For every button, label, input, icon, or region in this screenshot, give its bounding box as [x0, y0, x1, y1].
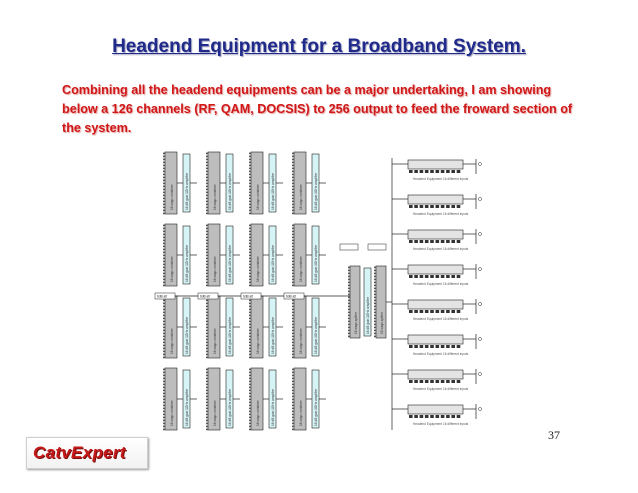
equipment-unit-2: [407, 194, 464, 205]
combiner-label-4: 16 ways combiner: [299, 183, 303, 210]
combiner-label-6: 16 ways combiner: [213, 255, 217, 282]
combiner-label-13: 16 ways combiner: [170, 399, 174, 426]
amplifier-label-16: 16 dB gain 1GHz amplifier: [314, 388, 318, 426]
amplifier-label-4: 16 dB gain 1GHz amplifier: [314, 172, 318, 210]
attenuator-3: [240, 292, 262, 300]
main-amplifier-label: 16 dB gain 1GHz amplifier: [366, 296, 370, 334]
combiner-label-15: 16 ways combiner: [256, 399, 260, 426]
attenuator-label-4: 6dB att: [286, 295, 296, 299]
amplifier-label-10: 16 dB gain 1GHz amplifier: [228, 316, 232, 354]
amplifier-label-15: 16 dB gain 1GHz amplifier: [271, 388, 275, 426]
combiner-label-3: 16 ways combiner: [256, 183, 260, 210]
attenuator-top-2: [367, 243, 387, 251]
equipment-label-5: Headend Equipment 16 different inputs: [413, 317, 469, 321]
equipment-label-6: Headend Equipment 16 different inputs: [413, 352, 469, 356]
equipment-label-7: Headend Equipment 16 different inputs: [413, 387, 469, 391]
main-splitter-label: 16 ways splitter: [354, 311, 358, 334]
amplifier-label-2: 16 dB gain 1GHz amplifier: [228, 172, 232, 210]
equipment-label-8: Headend Equipment 16 different inputs: [413, 422, 469, 426]
equipment-unit-8: [407, 404, 464, 415]
amplifier-label-3: 16 dB gain 1GHz amplifier: [271, 172, 275, 210]
equipment-unit-6: [407, 334, 464, 345]
amplifier-label-7: 16 dB gain 1GHz amplifier: [271, 244, 275, 282]
output-port-1: [478, 162, 482, 166]
output-port-6: [478, 337, 482, 341]
catvexpert-logo: CatvExpert: [26, 437, 148, 469]
output-port-3: [478, 232, 482, 236]
combiner-label-7: 16 ways combiner: [256, 255, 260, 282]
amplifier-label-14: 16 dB gain 1GHz amplifier: [228, 388, 232, 426]
amplifier-label-1: 16 dB gain 1GHz amplifier: [185, 172, 189, 210]
attenuator-2: [197, 292, 219, 300]
equipment-label-3: Headend Equipment 16 different inputs: [413, 247, 469, 251]
equipment-unit-7: [407, 369, 464, 380]
output-port-5: [478, 302, 482, 306]
attenuator-label-1: 6dB att: [157, 295, 167, 299]
headend-block-diagram: 16 ways combiner 16 dB gain 1GHz amplifie…: [154, 151, 482, 431]
slide-title: Headend Equipment for a Broadband System…: [112, 36, 526, 57]
output-port-7: [478, 372, 482, 376]
equipment-unit-3: [407, 229, 464, 240]
output-port-4: [478, 267, 482, 271]
combiner-label-12: 16 ways combiner: [299, 327, 303, 354]
amplifier-label-6: 16 dB gain 1GHz amplifier: [228, 244, 232, 282]
attenuator-4: [283, 292, 305, 300]
amplifier-label-13: 16 dB gain 1GHz amplifier: [185, 388, 189, 426]
attenuator-label-2: 6dB att: [200, 295, 210, 299]
output-port-8: [478, 407, 482, 411]
combiner-label-11: 16 ways combiner: [256, 327, 260, 354]
attenuator-label-3: 6dB att: [243, 295, 253, 299]
output-port-2: [478, 197, 482, 201]
combiner-label-16: 16 ways combiner: [299, 399, 303, 426]
combiner-label-8: 16 ways combiner: [299, 255, 303, 282]
page-number: 37: [548, 428, 560, 442]
equipment-unit-4: [407, 264, 464, 275]
amplifier-label-5: 16 dB gain 1GHz amplifier: [185, 244, 189, 282]
equipment-label-2: Headend Equipment 16 different inputs: [413, 212, 469, 216]
combiner-label-1: 16 ways combiner: [170, 183, 174, 210]
amplifier-label-9: 16 dB gain 1GHz amplifier: [185, 316, 189, 354]
amplifier-label-12: 16 dB gain 1GHz amplifier: [314, 316, 318, 354]
output-splitter-label: 16 ways splitter: [380, 311, 384, 334]
combiner-label-9: 16 ways combiner: [170, 327, 174, 354]
equipment-label-4: Headend Equipment 16 different inputs: [413, 282, 469, 286]
amplifier-label-8: 16 dB gain 1GHz amplifier: [314, 244, 318, 282]
equipment-unit-1: [407, 159, 464, 170]
attenuator-1: [154, 292, 176, 300]
attenuator-top-1: [339, 243, 359, 251]
main-splitter: [349, 265, 361, 339]
equipment-label-1: Headend Equipment 16 different inputs: [413, 177, 469, 181]
main-amplifier: [363, 267, 372, 337]
amplifier-label-11: 16 dB gain 1GHz amplifier: [271, 316, 275, 354]
slide-subtitle: Combining all the headend equipments can…: [62, 83, 573, 135]
combiner-label-10: 16 ways combiner: [213, 327, 217, 354]
equipment-unit-5: [407, 299, 464, 310]
combiner-label-14: 16 ways combiner: [213, 399, 217, 426]
logo-text: CatvExpert: [33, 443, 126, 462]
combiner-label-2: 16 ways combiner: [213, 183, 217, 210]
combiner-label-5: 16 ways combiner: [170, 255, 174, 282]
